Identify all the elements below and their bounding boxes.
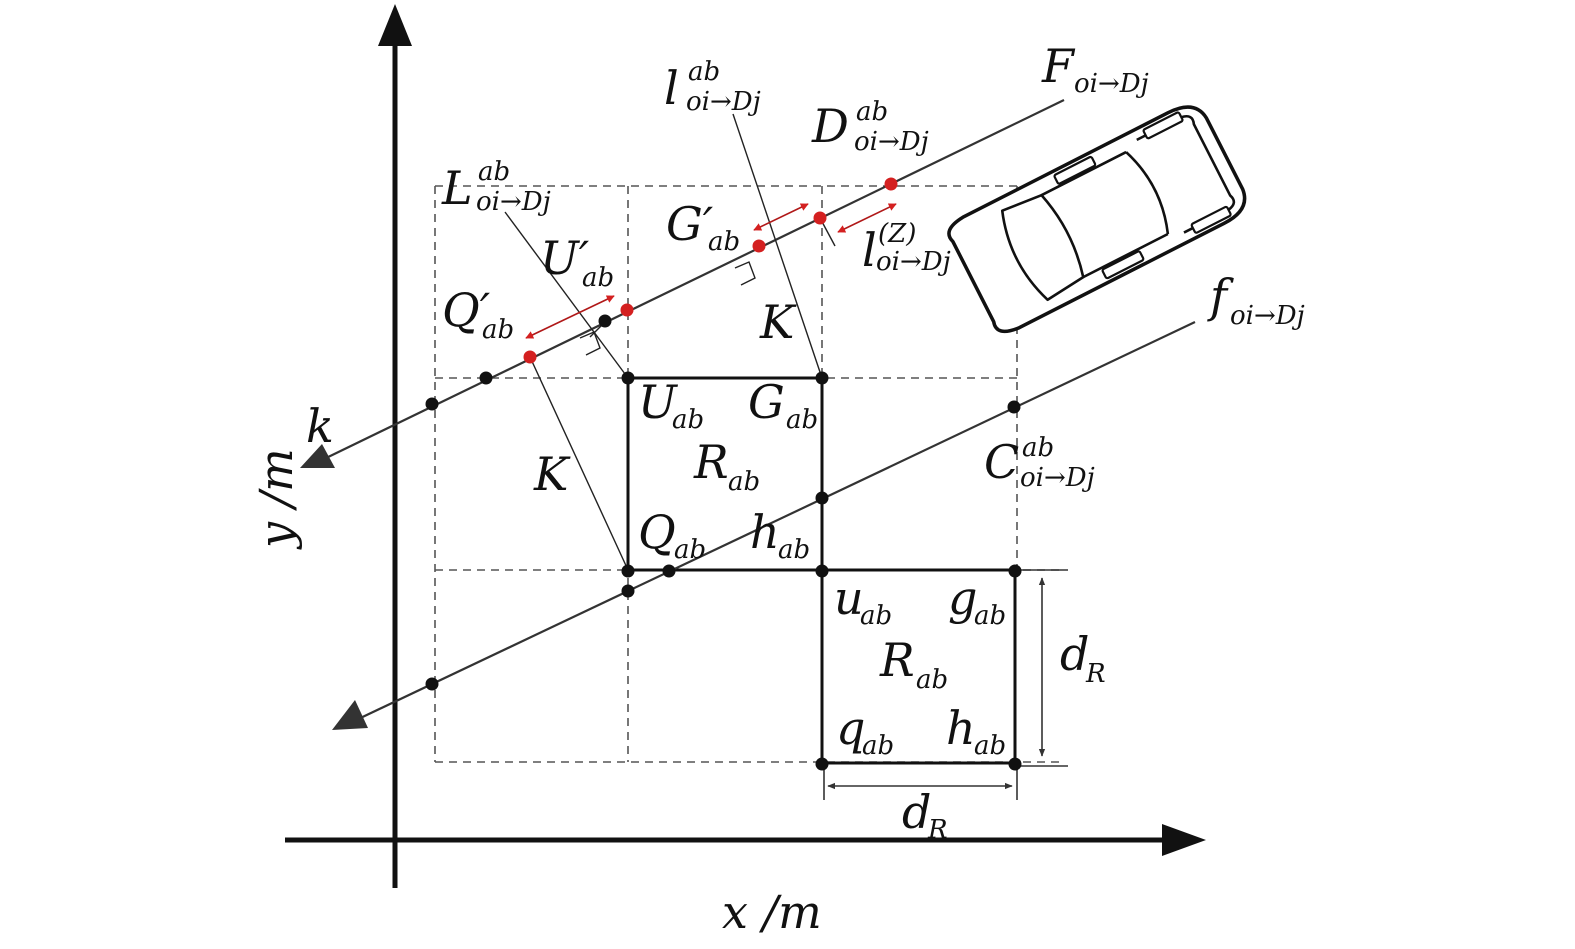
label-h-upper: h (750, 505, 780, 559)
label-U-sub: ab (672, 405, 704, 435)
label-h-upper-sub: ab (778, 535, 810, 565)
label-q-sub: ab (862, 731, 894, 761)
label-L-sup: ab (478, 157, 510, 187)
label-D-sub: oi→Dj (854, 127, 929, 157)
trajectory-f-arrow-icon (332, 700, 368, 730)
label-dR-horizontal-sub: R (927, 815, 948, 845)
label-dR-vertical-sub: R (1085, 659, 1106, 689)
label-G: G (748, 375, 785, 429)
label-K-lower: K (533, 447, 571, 501)
trajectory-F-arrow-icon (300, 444, 335, 468)
label-dR-horizontal: d (902, 785, 931, 839)
distance-arrows (525, 203, 897, 339)
label-Q-prime: Q′ (442, 283, 491, 337)
label-D: D (811, 99, 849, 153)
label-D-sup: ab (856, 97, 888, 127)
y-axis-label: y /m (249, 448, 303, 550)
label-U: U (638, 375, 679, 429)
label-lz-sub: oi→Dj (876, 247, 951, 277)
label-lz: l (862, 223, 877, 277)
red-points (523, 177, 898, 364)
label-R-lower-sub: ab (916, 665, 948, 695)
label-h-lower: h (946, 701, 976, 755)
label-k: k (306, 399, 334, 453)
label-u-sub: ab (860, 601, 892, 631)
y-axis-arrow-icon (378, 4, 412, 46)
x-axis-label: x /m (722, 885, 822, 939)
dimension-arrows (823, 569, 1068, 800)
label-Q-sub: ab (674, 535, 706, 565)
label-U-prime: U′ (540, 231, 590, 285)
label-C-sub: oi→Dj (1020, 463, 1095, 493)
label-l: l (664, 61, 679, 115)
label-Q-prime-sub: ab (482, 315, 514, 345)
black-points (425, 314, 1022, 771)
label-K-upper: K (759, 295, 797, 349)
label-u: u (834, 571, 864, 625)
region-squares (626, 376, 1017, 765)
label-g: g (948, 571, 977, 625)
label-R-upper-sub: ab (728, 467, 760, 497)
label-L: L (441, 161, 473, 215)
label-U-prime-sub: ab (582, 263, 614, 293)
car-icon (947, 105, 1247, 334)
trajectory-line-f (332, 321, 1196, 730)
label-G-prime: G′ (666, 197, 714, 251)
coordinate-axes (285, 4, 1206, 888)
label-q: q (836, 701, 865, 755)
label-G-prime-sub: ab (708, 227, 740, 257)
label-G-sub: ab (786, 405, 818, 435)
label-R-lower: R (879, 633, 915, 687)
label-F: F (1041, 39, 1076, 93)
label-h-lower-sub: ab (974, 731, 1006, 761)
label-f-sub: oi→Dj (1230, 301, 1305, 331)
label-Q: Q (638, 505, 676, 559)
label-dR-vertical: d (1060, 627, 1089, 681)
trajectory-line-F (300, 99, 1065, 468)
label-F-sub: oi→Dj (1074, 69, 1149, 99)
label-C: C (984, 435, 1019, 489)
label-l-sub: oi→Dj (686, 87, 761, 117)
label-l-sup: ab (688, 57, 720, 87)
label-L-sub: oi→Dj (476, 187, 551, 217)
label-C-sup: ab (1022, 433, 1054, 463)
label-g-sub: ab (974, 601, 1006, 631)
label-R-upper: R (693, 435, 729, 489)
label-lz-sup: (Z) (878, 219, 916, 249)
x-axis-arrow-icon (1162, 824, 1206, 856)
